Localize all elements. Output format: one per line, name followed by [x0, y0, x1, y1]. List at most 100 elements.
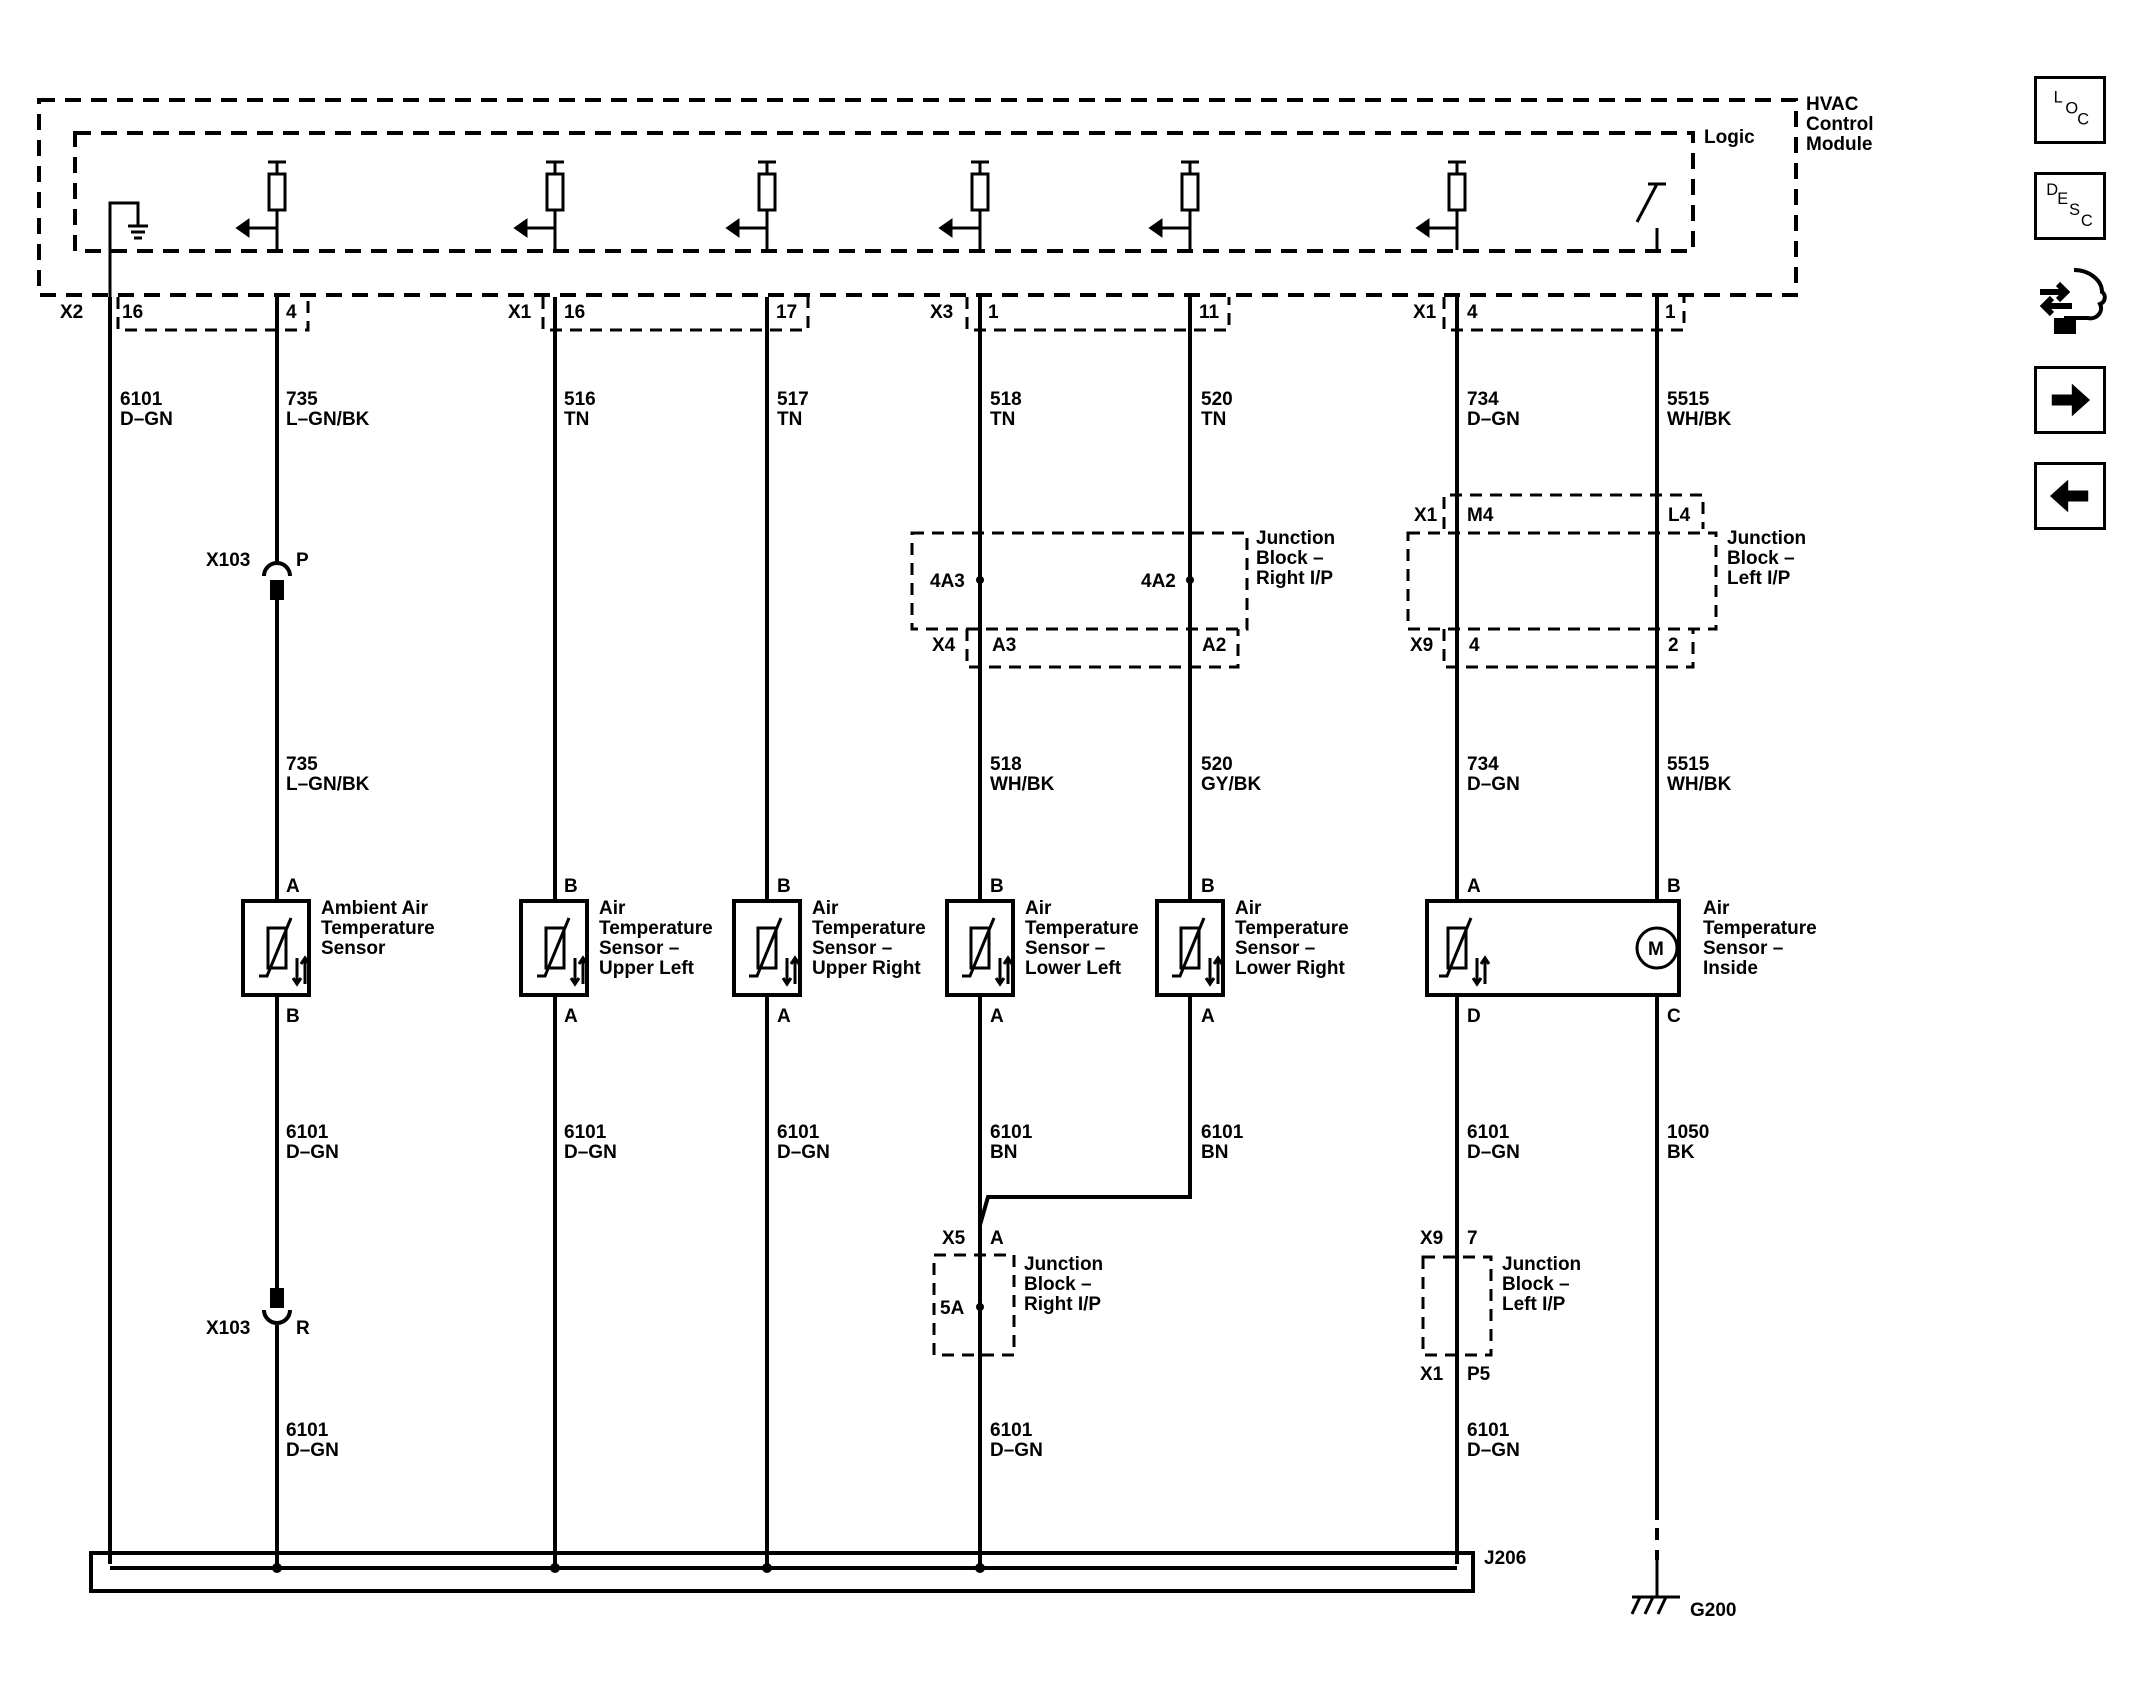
connector-view-icon[interactable]: [2034, 262, 2110, 342]
svg-text:WH/BK: WH/BK: [990, 774, 1055, 795]
ground-g200-icon: [1630, 1560, 1680, 1615]
thermistor-icons: [259, 917, 1491, 987]
svg-text:M: M: [1648, 939, 1664, 960]
svg-text:TN: TN: [777, 409, 802, 430]
svg-text:Air: Air: [1703, 898, 1730, 919]
x103-top-conn: X103: [206, 550, 250, 571]
svg-text:D–GN: D–GN: [1467, 409, 1520, 430]
svg-text:5515: 5515: [1667, 389, 1710, 410]
jbl-bottom-pin-1: 4: [1469, 635, 1480, 656]
jbr-conn: X4: [932, 635, 956, 656]
svg-text:GY/BK: GY/BK: [1201, 774, 1261, 795]
conn-x1a: X1: [508, 302, 532, 323]
svg-text:Air: Air: [1235, 898, 1262, 919]
jbl-conn-bottom: X9: [1410, 635, 1433, 656]
svg-text:6101: 6101: [120, 389, 163, 410]
svg-text:Air: Air: [812, 898, 839, 919]
svg-text:518: 518: [990, 754, 1022, 775]
svg-text:B: B: [286, 1006, 300, 1027]
svg-text:Inside: Inside: [1703, 958, 1758, 979]
previous-button[interactable]: [2034, 462, 2106, 530]
jbl2-label-2: Block –: [1502, 1274, 1570, 1295]
svg-text:BN: BN: [1201, 1142, 1228, 1163]
module-connectors: [116, 297, 1686, 332]
svg-text:A: A: [1201, 1006, 1215, 1027]
svg-text:L–GN/BK: L–GN/BK: [286, 409, 370, 430]
x103-top-pin: P: [296, 550, 309, 571]
svg-text:WH/BK: WH/BK: [1667, 409, 1732, 430]
svg-text:A: A: [990, 1006, 1004, 1027]
ground-label: G200: [1690, 1600, 1736, 1621]
svg-text:BK: BK: [1667, 1142, 1695, 1163]
svg-text:D: D: [2046, 181, 2058, 199]
svg-text:O: O: [2065, 100, 2078, 118]
next-button[interactable]: [2034, 366, 2106, 434]
jbl2-conn-bottom: X1: [1420, 1364, 1444, 1385]
pin-x3-11: 11: [1199, 302, 1220, 323]
conn-x3: X3: [930, 302, 953, 323]
x103-bottom-conn: X103: [206, 1318, 250, 1339]
inline-connector-x103: [262, 561, 292, 1325]
jbl-top-pin-1: M4: [1467, 505, 1494, 526]
pin-x1-17: 17: [776, 302, 797, 323]
svg-text:B: B: [564, 876, 578, 897]
jbr2-label-3: Right I/P: [1024, 1294, 1101, 1315]
svg-text:B: B: [1201, 876, 1215, 897]
svg-text:518: 518: [990, 389, 1022, 410]
svg-text:1050: 1050: [1667, 1122, 1709, 1143]
svg-text:D–GN: D–GN: [1467, 1142, 1520, 1163]
svg-text:6101: 6101: [1467, 1420, 1510, 1441]
pin-x2-4: 4: [286, 302, 297, 323]
svg-text:L: L: [2054, 89, 2063, 107]
hvac-control-module: [37, 98, 1798, 297]
svg-text:B: B: [990, 876, 1004, 897]
sensor-pins: AB BA BA BA BA AD BC: [286, 876, 1681, 1027]
loc-button[interactable]: L O C: [2034, 76, 2106, 144]
jbl2-conn-top: X9: [1420, 1228, 1443, 1249]
jbr2-conn: X5: [942, 1228, 966, 1249]
desc-button[interactable]: D E S C: [2034, 172, 2106, 240]
pin-x1-4: 4: [1467, 302, 1478, 323]
module-name-3: Module: [1806, 134, 1873, 155]
svg-text:TN: TN: [1201, 409, 1226, 430]
jbr-pin-left: 4A3: [930, 571, 965, 592]
svg-text:A: A: [777, 1006, 791, 1027]
pin-x1-1: 1: [1665, 302, 1676, 323]
svg-text:A: A: [286, 876, 300, 897]
jbr-conn-pin-2: A2: [1202, 635, 1226, 656]
svg-text:520: 520: [1201, 389, 1233, 410]
svg-text:Air: Air: [1025, 898, 1052, 919]
jbl2-label-1: Junction: [1502, 1254, 1581, 1275]
svg-text:A: A: [564, 1006, 578, 1027]
jbl2-pin-bottom: P5: [1467, 1364, 1491, 1385]
jbl-bottom-pin-2: 2: [1668, 635, 1679, 656]
jbl2-pin-top: 7: [1467, 1228, 1478, 1249]
svg-text:Sensor –: Sensor –: [812, 938, 892, 959]
jbr-label-3: Right I/P: [1256, 568, 1333, 589]
pin-x1-16: 16: [564, 302, 585, 323]
svg-text:D–GN: D–GN: [990, 1440, 1043, 1461]
svg-text:C: C: [2081, 212, 2093, 230]
svg-text:6101: 6101: [990, 1420, 1033, 1441]
svg-text:D–GN: D–GN: [286, 1440, 339, 1461]
svg-text:Upper Left: Upper Left: [599, 958, 695, 979]
svg-text:5515: 5515: [1667, 754, 1710, 775]
junction-block-left-top: [1406, 493, 1718, 669]
svg-text:6101: 6101: [1201, 1122, 1244, 1143]
svg-text:Lower Left: Lower Left: [1025, 958, 1122, 979]
svg-text:WH/BK: WH/BK: [1667, 774, 1732, 795]
svg-text:E: E: [2057, 190, 2068, 208]
svg-text:Upper Right: Upper Right: [812, 958, 921, 979]
svg-text:520: 520: [1201, 754, 1233, 775]
conn-x1b: X1: [1413, 302, 1437, 323]
svg-text:Ambient Air: Ambient Air: [321, 898, 429, 919]
svg-text:Sensor: Sensor: [321, 938, 386, 959]
svg-text:TN: TN: [564, 409, 589, 430]
svg-text:D–GN: D–GN: [564, 1142, 617, 1163]
svg-text:D: D: [1467, 1006, 1481, 1027]
jbr2-pin: A: [990, 1228, 1004, 1249]
svg-text:6101: 6101: [777, 1122, 820, 1143]
svg-text:D–GN: D–GN: [777, 1142, 830, 1163]
svg-text:TN: TN: [990, 409, 1015, 430]
